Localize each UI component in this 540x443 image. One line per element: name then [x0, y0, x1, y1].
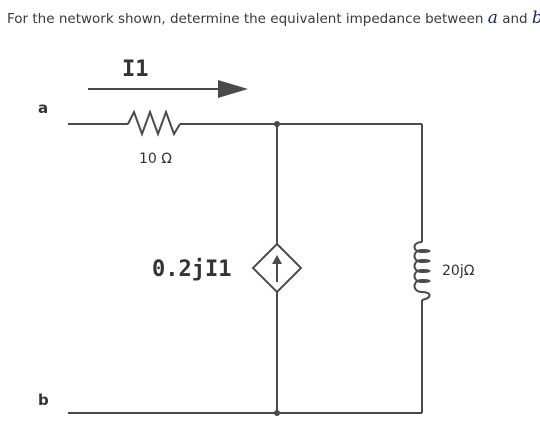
- question-sentence: For the network shown, determine the equ…: [7, 11, 484, 27]
- question-var-b: b: [532, 8, 540, 28]
- node-top: [274, 121, 280, 127]
- inductor-20j: [413, 241, 431, 301]
- resistor-10ohm: [127, 109, 181, 137]
- question-text: For the network shown, determine the equ…: [7, 8, 540, 28]
- current-arrow-head: [218, 80, 248, 98]
- source-arrow-head: [272, 255, 282, 264]
- node-bottom: [274, 410, 280, 416]
- terminal-a-label: a: [38, 99, 48, 117]
- resistor-label: 10 Ω: [139, 151, 172, 167]
- question-joiner: and: [502, 11, 528, 27]
- current-label: I1: [122, 57, 149, 82]
- dependent-source-label: 0.2jI1: [152, 257, 231, 282]
- question-var-a: a: [487, 8, 498, 28]
- terminal-b-label: b: [38, 391, 49, 409]
- inductor-label: 20jΩ: [442, 263, 475, 279]
